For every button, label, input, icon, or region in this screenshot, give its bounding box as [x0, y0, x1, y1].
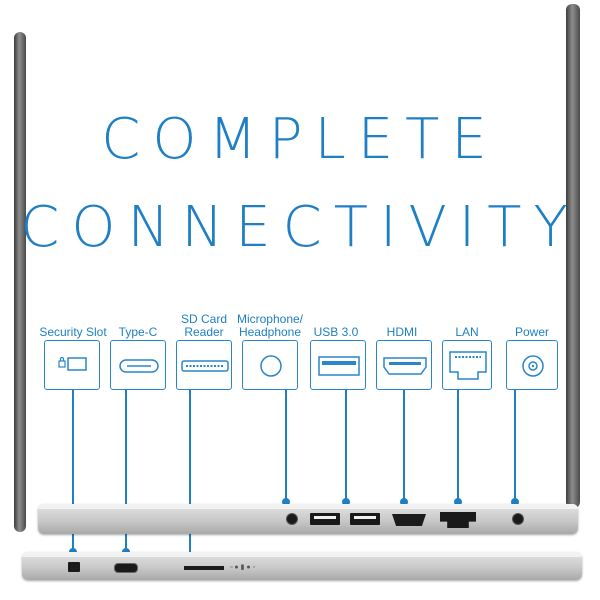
hdmi-label: HDMI [386, 325, 418, 339]
laptop-screen-edge-lower [14, 32, 26, 532]
usb-3-leader [342, 390, 350, 506]
power-port [512, 513, 524, 525]
sd-card-reader-label: SD Card Reader [180, 312, 227, 339]
laptop-right-side [38, 504, 578, 534]
hdmi-port [392, 514, 426, 526]
microphone-headphone-leader [282, 390, 290, 506]
power-jack-icon [506, 340, 558, 390]
security-slot-port [68, 562, 80, 572]
usb-a-icon [310, 340, 366, 390]
microphone-headphone-label: Microphone/ Headphone [236, 312, 304, 339]
sd-card-port [184, 566, 224, 570]
lan-leader [454, 390, 462, 506]
type-c-label: Type-C [118, 325, 158, 339]
audio-jack-port [286, 513, 298, 525]
power-leader [511, 390, 519, 506]
hdmi-port-icon [376, 340, 432, 390]
headline-line-1: COMPLETE [101, 107, 499, 172]
lan-label: LAN [455, 325, 479, 339]
status-lights-icon: ▫ ● ▮ ● ◦ [230, 564, 256, 571]
sd-card-slot-icon [176, 340, 232, 390]
usb-3-label: USB 3.0 [313, 325, 359, 339]
laptop-screen-edge-upper [566, 4, 580, 508]
usb-c-icon [110, 340, 166, 390]
ethernet-port-icon [442, 340, 492, 390]
headline-line-2: CONNECTIVITY [20, 195, 580, 260]
lan-port [440, 512, 476, 528]
hdmi-leader [400, 390, 408, 506]
laptop-left-side: ▫ ● ▮ ● ◦ [22, 552, 582, 580]
type-c-port [114, 563, 138, 573]
usb-port-1 [310, 513, 340, 525]
security-slot-label: Security Slot [39, 325, 107, 339]
audio-jack-icon [242, 340, 298, 390]
lock-slot-icon [44, 340, 100, 390]
power-label: Power [514, 325, 549, 339]
usb-port-2 [350, 513, 380, 525]
